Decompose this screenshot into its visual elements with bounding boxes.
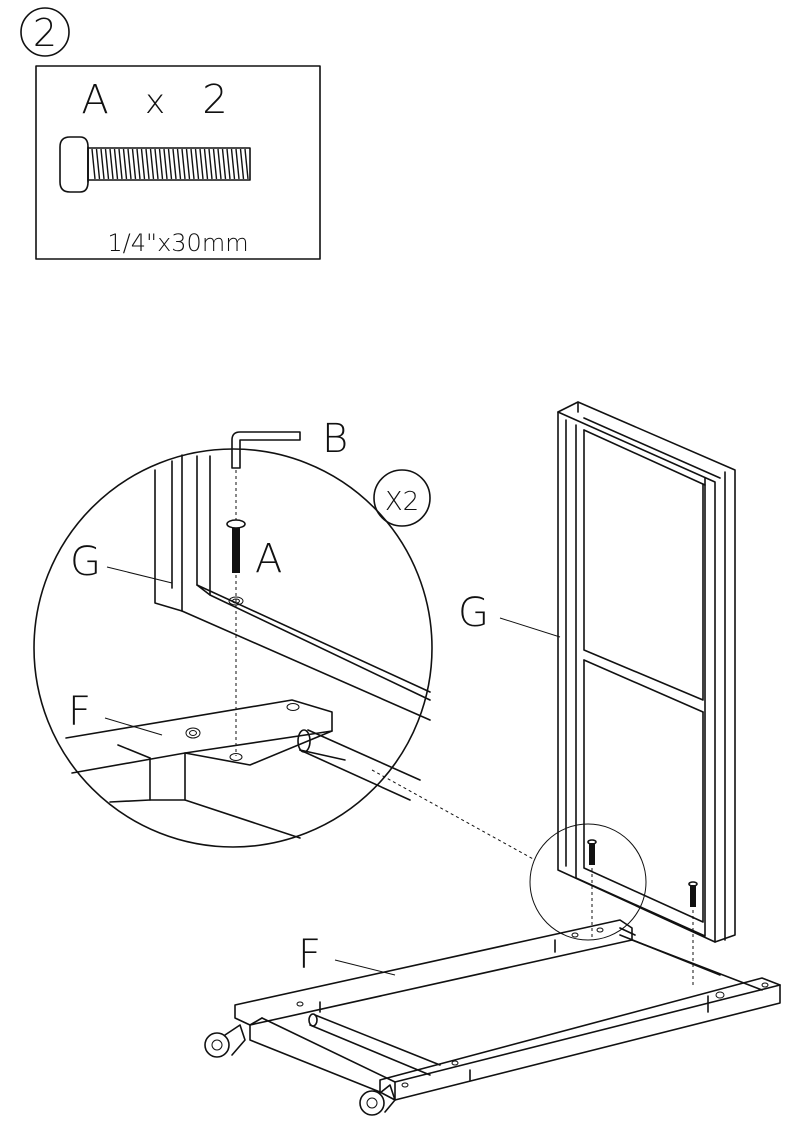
part-multiplier: x [145,82,165,122]
leader-base-f [334,959,396,976]
step-number: 2 [33,11,57,55]
label-repeat: X2 [385,487,419,517]
label-base-f-detail: F [68,689,91,735]
caster-left [204,1024,246,1058]
detail-focus-circle [529,823,647,941]
detail-screw [226,519,246,573]
detail-connector [371,769,536,861]
part-quantity: 2 [202,77,227,123]
part-letter: A [81,77,108,123]
parts-box: A x 2 1/4"x30mm [35,65,321,260]
detail-magnifier [33,431,433,848]
label-panel-g-detail: G [70,539,101,585]
panel-g [557,401,736,943]
label-screw-a: A [255,536,282,582]
leader-panel-g [499,617,561,638]
screw-size: 1/4"x30mm [107,229,248,257]
screw-illustration [59,136,251,193]
step-badge: 2 [20,7,70,57]
caster-front [359,1084,396,1116]
main-screws [587,839,698,985]
label-tool-b: B [322,416,348,462]
label-panel-g-main: G [458,590,489,636]
label-base-f-main: F [298,932,321,978]
base-f [204,919,781,1116]
